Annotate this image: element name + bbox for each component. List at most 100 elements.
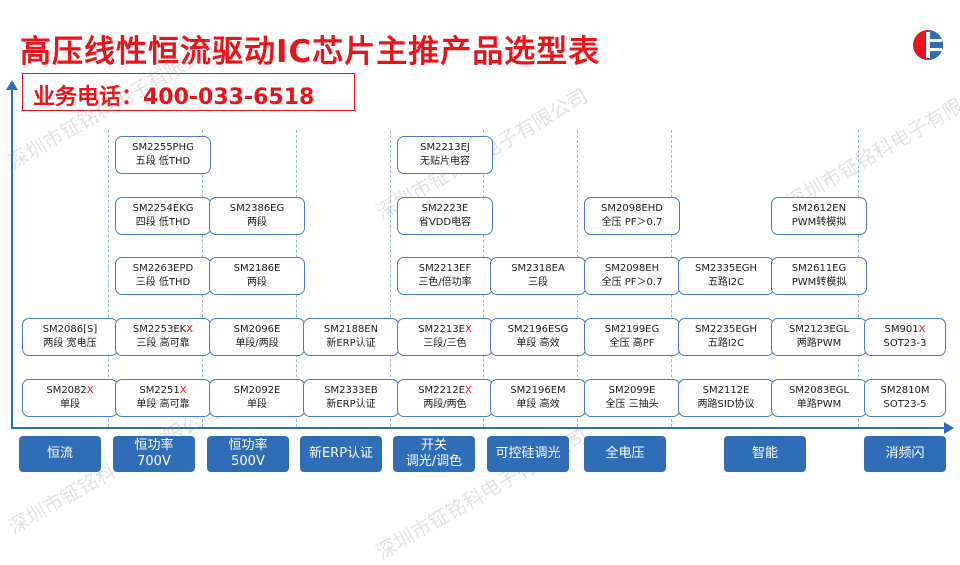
product-desc: 全压 高PF	[609, 338, 655, 349]
product-model: SM2335EGH	[694, 263, 757, 274]
product-model: SM2092E	[233, 385, 281, 396]
product-model: SM2196EM	[510, 385, 566, 396]
y-axis	[11, 88, 13, 428]
product-desc: 全压 三抽头	[605, 399, 659, 410]
company-logo-icon	[913, 30, 943, 60]
product-model: SM2123EGL	[788, 324, 850, 335]
product-model: SM2263EPD	[132, 263, 194, 274]
category-label: 消频闪	[885, 446, 925, 461]
product-desc: 单段	[247, 399, 267, 410]
product-card: SM2612EN PWM转模拟	[771, 197, 867, 235]
product-model: SM2196ESG	[507, 324, 569, 335]
product-model: SM2251	[139, 385, 180, 396]
product-mark: X	[464, 385, 472, 396]
product-desc: 省VDD电容	[418, 217, 472, 228]
product-model: SM2188EN	[323, 324, 379, 335]
product-card: SM2386EG 两段	[209, 197, 305, 235]
product-model: SM2213EF	[418, 263, 472, 274]
product-model: SM2612EN	[791, 203, 847, 214]
category-label: 智能	[751, 446, 778, 461]
product-model: SM2386EG	[229, 203, 285, 214]
product-desc: 两路SID协议	[697, 399, 755, 410]
x-axis-arrow-icon	[944, 422, 954, 434]
phone-box: 业务电话：400-033-6518	[22, 73, 355, 111]
category-flicker-free: 消频闪	[864, 436, 946, 472]
product-card: SM2092E 单段	[209, 379, 305, 417]
product-model: SM2082	[46, 385, 87, 396]
product-model: SM2235EGH	[694, 324, 757, 335]
product-desc: 单段 高效	[516, 338, 560, 349]
product-desc: 全压 PF＞0.7	[601, 277, 663, 288]
product-model: SM2112E	[702, 385, 750, 396]
product-desc: 全压 PF＞0.7	[601, 217, 663, 228]
category-sublabel: 700V	[137, 454, 171, 469]
product-desc: 单段 高可靠	[136, 399, 190, 410]
product-desc: 三色/倍功率	[418, 277, 472, 288]
column-separator	[108, 130, 109, 427]
product-desc: 单段/两段	[235, 338, 279, 349]
product-card: SM2335EGH 五路I2C	[678, 257, 774, 295]
product-desc: 三段	[528, 277, 548, 288]
product-card: SM2196EM 单段 高效	[490, 379, 586, 417]
product-model: SM2223E	[421, 203, 469, 214]
product-model: SM2611EG	[791, 263, 847, 274]
product-card: SM2810M SOT23-5	[864, 379, 946, 417]
category-label: 恒功率	[228, 438, 268, 453]
product-model: SM2086[S]	[42, 324, 98, 335]
product-mark: X	[186, 324, 194, 335]
product-card: SM2098EH 全压 PF＞0.7	[584, 257, 680, 295]
product-model: SM2253EK	[132, 324, 187, 335]
product-desc: 五路I2C	[707, 277, 745, 288]
product-desc: 三段 低THD	[135, 277, 191, 288]
product-desc: 四段 低THD	[135, 217, 191, 228]
product-model: SM2083EGL	[788, 385, 850, 396]
product-desc: 两路PWM	[796, 338, 842, 349]
product-model: SM2810M	[880, 385, 930, 396]
category-sublabel: 调光/调色	[405, 454, 463, 469]
product-model: SM2199EG	[604, 324, 660, 335]
product-card: SM2123EGL 两路PWM	[771, 318, 867, 356]
product-desc: 单路PWM	[796, 399, 842, 410]
product-desc: PWM转模拟	[791, 217, 847, 228]
category-label: 恒功率	[134, 438, 174, 453]
product-desc: 两段	[247, 277, 267, 288]
product-desc: 五路I2C	[707, 338, 745, 349]
product-card: SM2086[S]两段 宽电压	[22, 318, 118, 356]
category-full-voltage: 全电压	[584, 436, 666, 472]
product-desc: 两段	[247, 217, 267, 228]
product-card: SM2263EPD 三段 低THD	[115, 257, 211, 295]
product-card: SM2235EGH 五路I2C	[678, 318, 774, 356]
product-desc: 新ERP认证	[326, 399, 376, 410]
product-desc: 单段	[60, 399, 80, 410]
category-switch-dimming: 开关调光/调色	[393, 436, 475, 472]
product-card: SM2083EGL 单路PWM	[771, 379, 867, 417]
product-mark: X	[464, 324, 472, 335]
product-desc: 无贴片电容	[420, 156, 470, 167]
product-model: SM2213E	[418, 324, 465, 335]
product-model: SM2254EKG	[132, 203, 194, 214]
product-desc: SOT23-5	[883, 399, 927, 410]
product-desc: SOT23-3	[883, 338, 927, 349]
page-title: 高压线性恒流驱动IC芯片主推产品选型表	[20, 34, 601, 70]
category-label: 新ERP认证	[308, 446, 374, 461]
watermark: 深圳市钲铭科电子有限公司	[782, 73, 960, 215]
product-model: SM2212E	[418, 385, 465, 396]
column-separator	[390, 130, 391, 427]
product-desc: 单段 高效	[516, 399, 560, 410]
x-axis	[11, 427, 947, 429]
product-mark: X	[918, 324, 926, 335]
product-model: SM2098EH	[604, 263, 660, 274]
